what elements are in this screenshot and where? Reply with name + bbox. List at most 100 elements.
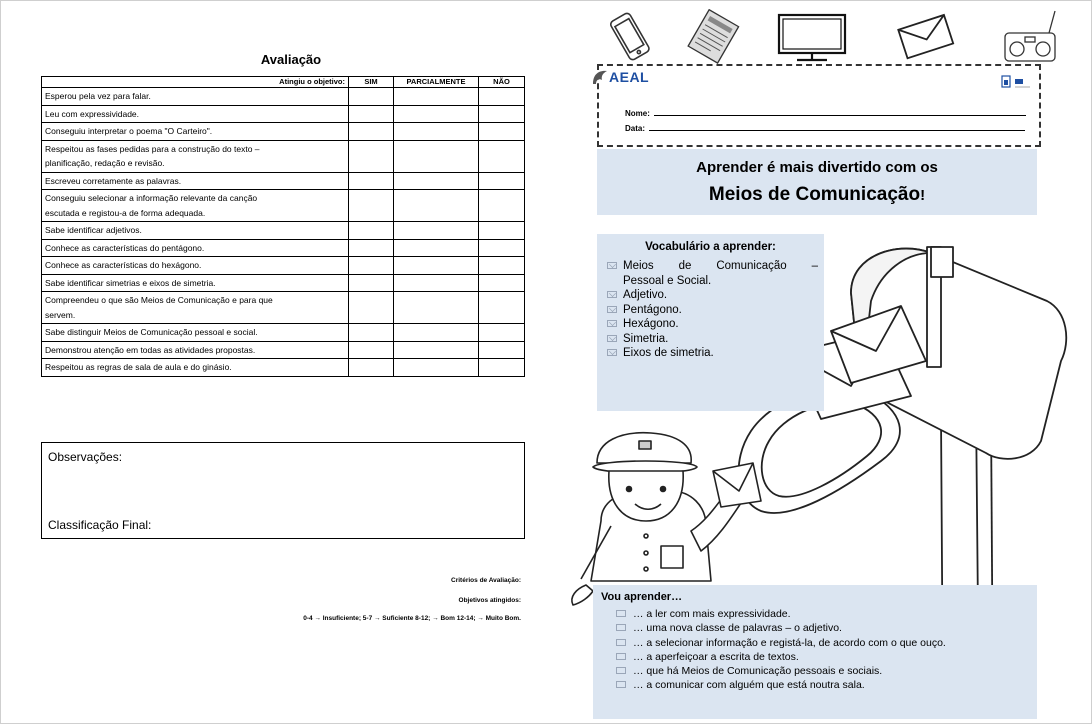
check-cell-sim[interactable] <box>348 323 394 342</box>
check-cell-nao[interactable] <box>478 171 525 190</box>
criterion-text: Demonstrou atenção em todas as atividade… <box>45 344 256 355</box>
observations-box: Observações: Classificação Final: <box>41 442 525 539</box>
check-cell-nao[interactable] <box>478 340 525 359</box>
check-cell-parcialmente[interactable] <box>393 323 479 342</box>
check-cell-parcialmente[interactable] <box>393 122 479 141</box>
check-cell-nao[interactable] <box>478 87 525 106</box>
check-cell-parcialmente[interactable] <box>393 104 479 123</box>
check-cell-parcialmente[interactable] <box>393 221 479 240</box>
check-cell-sim[interactable] <box>348 221 394 240</box>
check-cell-parcialmente[interactable] <box>393 273 479 292</box>
list-item: Eixos de simetria. <box>607 346 818 361</box>
check-cell-sim[interactable] <box>348 189 394 222</box>
check-cell-sim[interactable] <box>348 139 394 173</box>
envelope-icon <box>607 305 617 313</box>
table-row: Conseguiu selecionar a informação releva… <box>41 189 525 222</box>
table-row: Esperou pela vez para falar. <box>41 87 525 106</box>
check-cell-parcialmente[interactable] <box>393 340 479 359</box>
criterion-cell: Demonstrou atenção em todas as atividade… <box>41 340 349 359</box>
check-cell-sim[interactable] <box>348 256 394 275</box>
check-cell-sim[interactable] <box>348 238 394 257</box>
list-item: Adjetivo. <box>607 288 818 303</box>
check-cell-nao[interactable] <box>478 323 525 342</box>
table-row: Conhece as características do pentágono. <box>41 238 525 257</box>
criterion-text: Conseguiu selecionar a informação releva… <box>45 193 258 203</box>
list-item: … a selecionar informação e registá-la, … <box>616 636 1037 650</box>
date-field[interactable]: Data: <box>625 124 1026 133</box>
table-row: Compreendeu o que são Meios de Comunicaç… <box>41 291 525 324</box>
check-cell-parcialmente[interactable] <box>393 139 479 173</box>
table-row: Conseguiu interpretar o poema "O Carteir… <box>41 122 525 141</box>
criterion-text: escutada e registou-a de forma adequada. <box>45 207 206 218</box>
evaluation-title: Avaliação <box>260 52 322 67</box>
list-item: Simetria. <box>607 332 818 347</box>
table-row: Respeitou as fases pedidas para a constr… <box>41 139 525 173</box>
criterion-cell: Esperou pela vez para falar. <box>41 87 349 106</box>
check-cell-sim[interactable] <box>348 87 394 106</box>
check-cell-nao[interactable] <box>478 139 525 173</box>
radio-icon <box>1004 10 1056 62</box>
criterion-cell: Respeitou as fases pedidas para a constr… <box>41 139 349 173</box>
vocabulary-list: Meios de Comunicação – Pessoal e Social.… <box>597 259 824 361</box>
final-classification-label: Classificação Final: <box>48 518 152 532</box>
check-cell-nao[interactable] <box>478 221 525 240</box>
check-cell-nao[interactable] <box>478 273 525 292</box>
vocabulary-title: Vocabulário a aprender: <box>645 241 776 253</box>
table-row: Demonstrou atenção em todas as atividade… <box>41 340 525 359</box>
date-line <box>649 124 1026 131</box>
check-cell-sim[interactable] <box>348 104 394 123</box>
learning-goals-title: Vou aprender… <box>601 591 683 603</box>
check-cell-parcialmente[interactable] <box>393 189 479 222</box>
list-item: Hexágono. <box>607 317 818 332</box>
mailman-illustration <box>571 431 762 606</box>
envelope-icon <box>897 13 955 60</box>
learning-goals-box: Vou aprender… … a ler com mais expressiv… <box>593 585 1037 719</box>
check-cell-parcialmente[interactable] <box>393 256 479 275</box>
objectives-heading: Objetivos atingidos: <box>458 597 521 604</box>
check-cell-sim[interactable] <box>348 291 394 324</box>
evaluation-body: Esperou pela vez para falar. Leu com expr… <box>41 87 525 377</box>
envelope-icon <box>607 349 617 356</box>
table-row: Escreveu corretamente as palavras. <box>41 171 525 190</box>
check-cell-sim[interactable] <box>348 273 394 292</box>
check-cell-sim[interactable] <box>348 171 394 190</box>
criterion-cell: Escreveu corretamente as palavras. <box>41 171 349 190</box>
criterion-text: Esperou pela vez para falar. <box>45 91 151 101</box>
criterion-text: Escreveu corretamente as palavras. <box>45 175 182 186</box>
table-row: Sabe distinguir Meios de Comunicação pes… <box>41 323 525 342</box>
banner-subject: Meios de Comunicação <box>708 184 921 205</box>
observations-label: Observações: <box>48 450 123 464</box>
government-logo-icon <box>1001 75 1030 88</box>
check-cell-parcialmente[interactable] <box>393 87 479 106</box>
name-field[interactable]: Nome: <box>625 109 1026 118</box>
criterion-text: Sabe identificar adjetivos. <box>45 225 142 235</box>
check-cell-sim[interactable] <box>348 122 394 141</box>
check-cell-nao[interactable] <box>478 122 525 141</box>
check-cell-nao[interactable] <box>478 256 525 275</box>
banner-line-1: Aprender é mais divertido com os <box>696 159 938 176</box>
check-cell-nao[interactable] <box>478 104 525 123</box>
check-cell-nao[interactable] <box>478 238 525 257</box>
tv-icon <box>777 13 847 62</box>
check-cell-parcialmente[interactable] <box>393 171 479 190</box>
check-cell-nao[interactable] <box>478 189 525 222</box>
school-logo-icon <box>593 70 607 84</box>
check-cell-parcialmente[interactable] <box>393 291 479 324</box>
table-row: Respeitou as regras de sala de aula e do… <box>41 358 525 377</box>
check-cell-sim[interactable] <box>348 340 394 359</box>
check-cell-parcialmente[interactable] <box>393 358 479 377</box>
list-item: … a aperfeiçoar a escrita de textos. <box>616 650 1037 664</box>
check-cell-nao[interactable] <box>478 358 525 377</box>
list-item: Pentágono. <box>607 303 818 318</box>
criterion-text: Leu com expressividade. <box>45 108 140 119</box>
check-cell-sim[interactable] <box>348 358 394 377</box>
criterion-cell: Respeitou as regras de sala de aula e do… <box>41 358 349 377</box>
list-item: … a ler com mais expressividade. <box>616 607 1037 621</box>
criterion-cell: Leu com expressividade. <box>41 104 349 123</box>
list-item: Meios de Comunicação – <box>607 259 818 274</box>
list-item: … a comunicar com alguém que está noutra… <box>616 678 1037 692</box>
title-banner: Aprender é mais divertido com os Meios d… <box>597 149 1037 215</box>
envelope-icon <box>607 291 617 298</box>
check-cell-parcialmente[interactable] <box>393 238 479 257</box>
check-cell-nao[interactable] <box>478 291 525 324</box>
